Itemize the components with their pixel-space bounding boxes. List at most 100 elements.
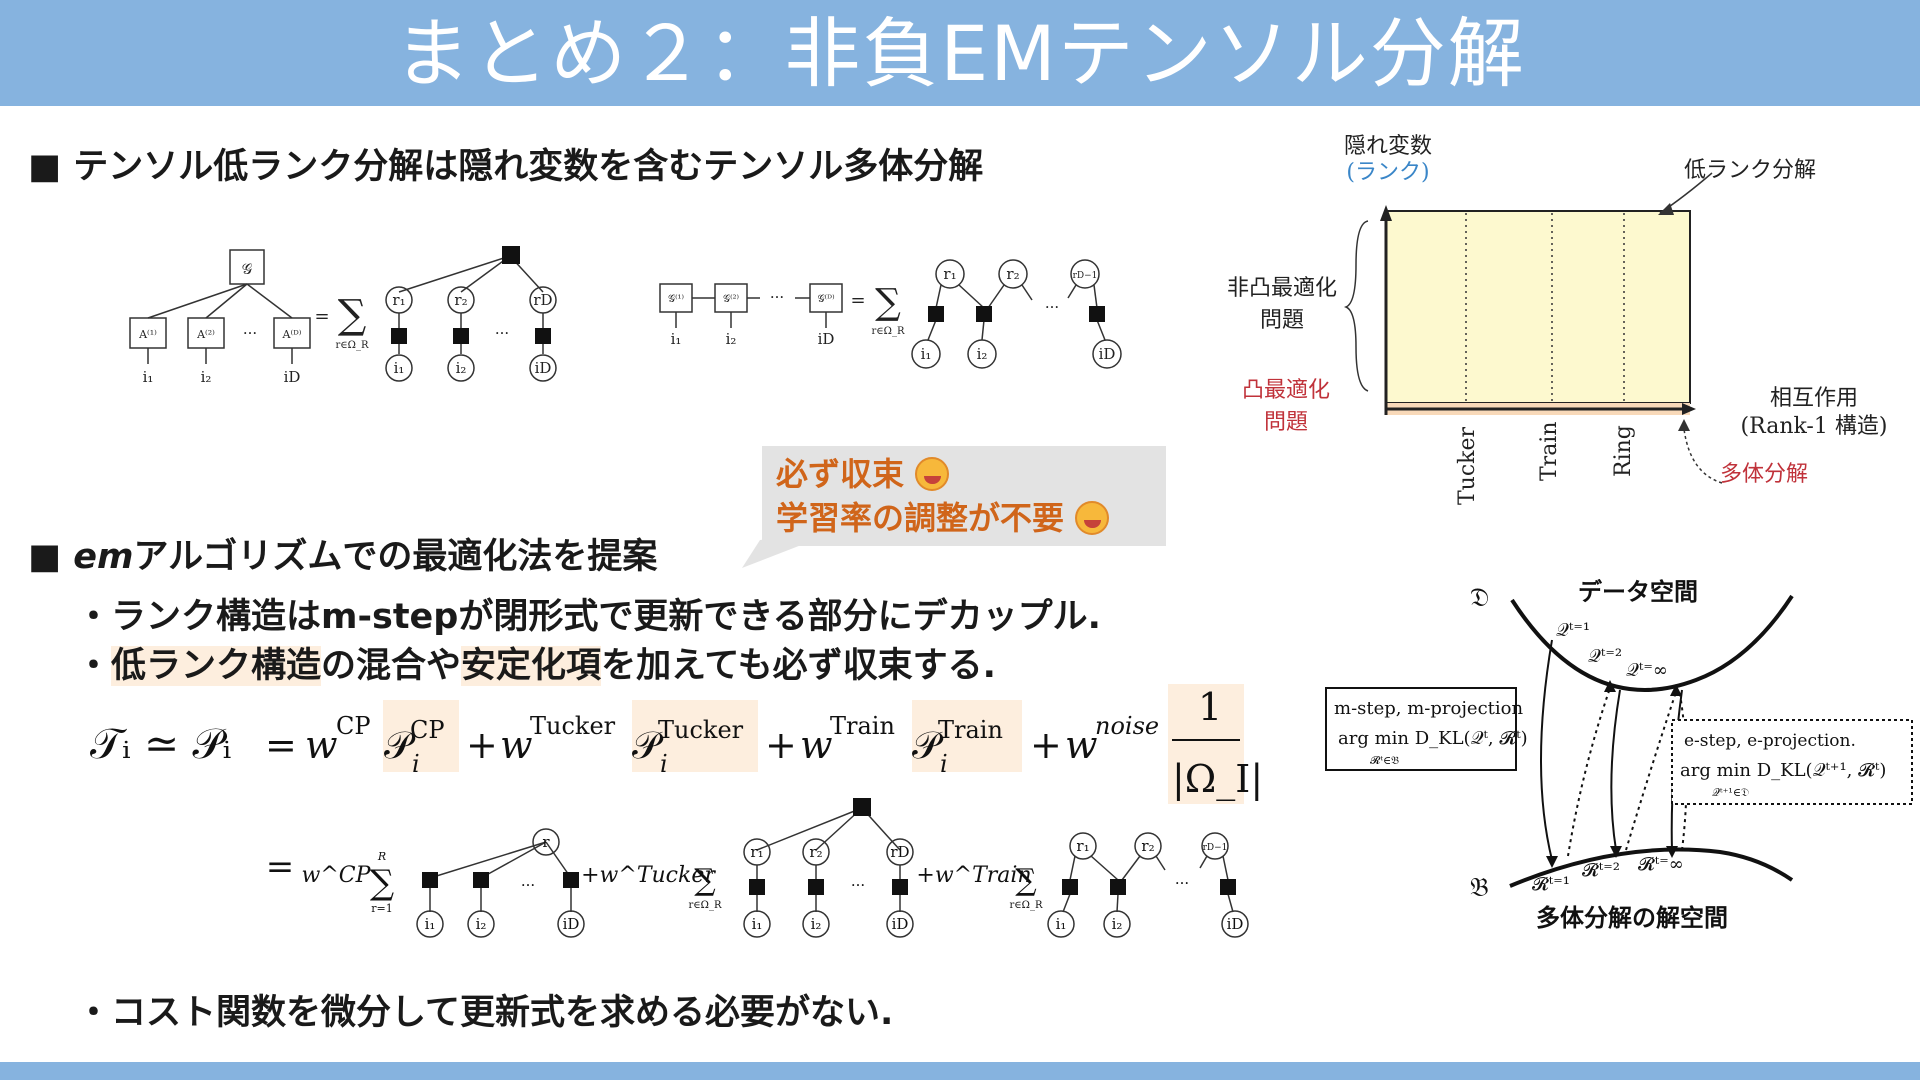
convex-problem-label: 問題 — [1264, 410, 1308, 435]
index-i1-label: i₁ — [671, 330, 682, 348]
r-tinf-label: 𝓡ᵗ⁼∞ — [1638, 854, 1684, 875]
index-id-label: iD — [1227, 915, 1244, 933]
r-t2-label: 𝓡ᵗ⁼² — [1582, 860, 1620, 881]
sum-subscript: r=1 — [371, 902, 392, 915]
m-step-subscript: 𝓡ᵗ∈𝔅 — [1370, 754, 1399, 767]
tick-tucker: Tucker — [1455, 426, 1480, 505]
main-equation: 𝒯ᵢ ≃ 𝒫ᵢ = w CP 𝒫 CP i + w Tucker 𝒫 Tucke… — [90, 685, 1263, 802]
m-step-box — [1325, 687, 1517, 771]
equation-equals: = — [265, 723, 297, 767]
e-step-formula: arg min D_KL(𝒬ᵗ⁺¹, 𝓡ᵗ) — [1680, 760, 1886, 781]
rank-rd1-label: rD−1 — [1073, 271, 1098, 281]
grinning-face-icon — [915, 457, 950, 491]
nonconvex-brace — [1343, 220, 1369, 392]
callout-line-2: 学習率の調整が不要 — [776, 496, 1110, 540]
callout-line-1: 必ず収束 — [776, 452, 950, 496]
tensor-network-diagrams: 𝒢 A⁽¹⁾ A⁽²⁾ ··· A⁽ᴰ⁾ i₁ i₂ iD = ∑ r∈Ω_R … — [129, 246, 1122, 386]
weight-tucker-sup: Tucker — [530, 712, 616, 740]
rank-r1-label: r₁ — [1076, 837, 1089, 855]
index-id-label: iD — [892, 915, 909, 933]
sum-subscript: r∈Ω_R — [871, 326, 904, 337]
sum-symbol: ∑ — [338, 292, 367, 338]
index-i1-label: i₁ — [394, 359, 405, 377]
title-bar — [0, 0, 1920, 106]
term-p-cp: 𝒫 — [384, 723, 416, 767]
factor-a1-label: A⁽¹⁾ — [138, 328, 157, 341]
highlight-noise-term — [1168, 684, 1244, 804]
e-step-subscript: 𝒬ᵗ⁺¹∈𝔇 — [1712, 786, 1749, 799]
nonconvex-problem-label: 問題 — [1260, 308, 1304, 333]
rank-r2-label: r₂ — [454, 291, 467, 309]
weight-train: w — [800, 723, 833, 767]
index-i1-label: i₁ — [752, 915, 763, 933]
weight-train-sup: Train — [830, 712, 895, 740]
rank-r-label: r — [542, 833, 550, 851]
rank-interaction-diagram: 隠れ変数 (ランク) 低ランク分解 非凸最適化 問題 凸最適化 問題 相互作用 … — [1227, 134, 1888, 505]
sum-symbol: ∑ — [1015, 863, 1037, 898]
dots-label: ··· — [243, 324, 257, 342]
bullet-em-rest: アルゴリズムでの最適化法を提案 — [133, 537, 658, 577]
bullet-em-algorithm: ■ emアルゴリズムでの最適化法を提案 — [28, 528, 657, 579]
m-step-formula: arg min D_KL(𝒬ᵗ, 𝓡ᵗ) — [1338, 728, 1528, 749]
highlight-train-term — [912, 700, 1022, 772]
weight-tucker-2: +w^Tucker — [581, 863, 716, 888]
low-rank-region — [1385, 210, 1691, 404]
weight-cp: w — [305, 723, 338, 767]
low-rank-label: 低ランク分解 — [1684, 158, 1816, 183]
index-i1-label: i₁ — [921, 345, 932, 363]
weight-tucker: w — [500, 723, 533, 767]
q-t2-label: 𝒬ᵗ⁼² — [1588, 646, 1622, 667]
term-train-sub: i — [940, 750, 948, 778]
sum-symbol: ∑ — [694, 863, 716, 898]
sub-bullet-text: を加えても必ず収束する. — [601, 646, 996, 686]
index-i1-label: i₁ — [425, 915, 436, 933]
term-p-train: 𝒫 — [912, 723, 944, 767]
sum-subscript: r∈Ω_R — [688, 900, 721, 911]
sub-bullet-rank-structure: ・ランク構造はm-stepが閉形式で更新できる部分にデカップル. — [76, 597, 1101, 637]
rank-rd-label: rD — [890, 843, 909, 861]
plus-sign: + — [765, 723, 797, 767]
e-step-box — [1671, 719, 1913, 805]
dots-label: ··· — [1045, 298, 1059, 316]
weight-cp-sup: CP — [336, 712, 371, 740]
term-p-tucker: 𝒫 — [632, 723, 664, 767]
rank-chart-xlabel: 相互作用 — [1770, 386, 1858, 411]
em-text: em — [73, 537, 134, 577]
callout-text-learning-rate: 学習率の調整が不要 — [776, 499, 1065, 537]
sum-symbol: ∑ — [370, 863, 394, 903]
rank-chart-xlabel-sub: (Rank-1 構造) — [1741, 414, 1888, 439]
rank-r1-label: r₁ — [943, 265, 956, 283]
weight-noise: w — [1065, 723, 1098, 767]
tick-ring: Ring — [1611, 425, 1636, 477]
rank-chart-ylabel: 隠れ変数 — [1344, 134, 1432, 159]
model-space-curve — [1509, 847, 1794, 888]
fraction-numerator: 1 — [1198, 685, 1222, 729]
index-i2-label: i₂ — [1112, 915, 1123, 933]
data-space-curve — [1510, 594, 1794, 692]
index-i1-label: i₁ — [1056, 915, 1067, 933]
sum-subscript: r∈Ω_R — [335, 340, 368, 351]
index-i2-label: i₂ — [977, 345, 988, 363]
callout-text-convergence: 必ず収束 — [776, 455, 905, 493]
index-id-label: iD — [1099, 345, 1116, 363]
q-t1-label: 𝒬ᵗ⁼¹ — [1556, 620, 1590, 641]
index-i2-label: i₂ — [811, 915, 822, 933]
weight-cp-2: w^CP — [302, 863, 372, 888]
equals-sign: = — [850, 290, 865, 311]
convex-label: 凸最適化 — [1242, 378, 1330, 403]
equals-sign: = — [314, 306, 329, 327]
bottom-bar — [0, 1062, 1920, 1080]
bullet-tensor-decomposition: ■ テンソル低ランク分解は隠れ変数を含むテンソル多体分解 — [28, 147, 984, 187]
highlight-stabilizer: 安定化項 — [461, 646, 602, 686]
sum-subscript: r∈Ω_R — [1009, 900, 1042, 911]
grinning-face-icon — [1075, 501, 1110, 535]
equation-lhs: 𝒯ᵢ ≃ 𝒫ᵢ — [90, 719, 231, 768]
index-i2-label: i₂ — [476, 915, 487, 933]
nonconvex-label: 非凸最適化 — [1227, 276, 1337, 301]
rank-r2-label: r₂ — [1006, 265, 1019, 283]
term-cp-sub: i — [412, 750, 420, 778]
plus-sign: + — [1030, 723, 1062, 767]
term-cp-sup: CP — [410, 716, 445, 744]
fraction-denominator: |Ω_I| — [1172, 757, 1263, 802]
term-train-sup: Train — [938, 716, 1003, 744]
